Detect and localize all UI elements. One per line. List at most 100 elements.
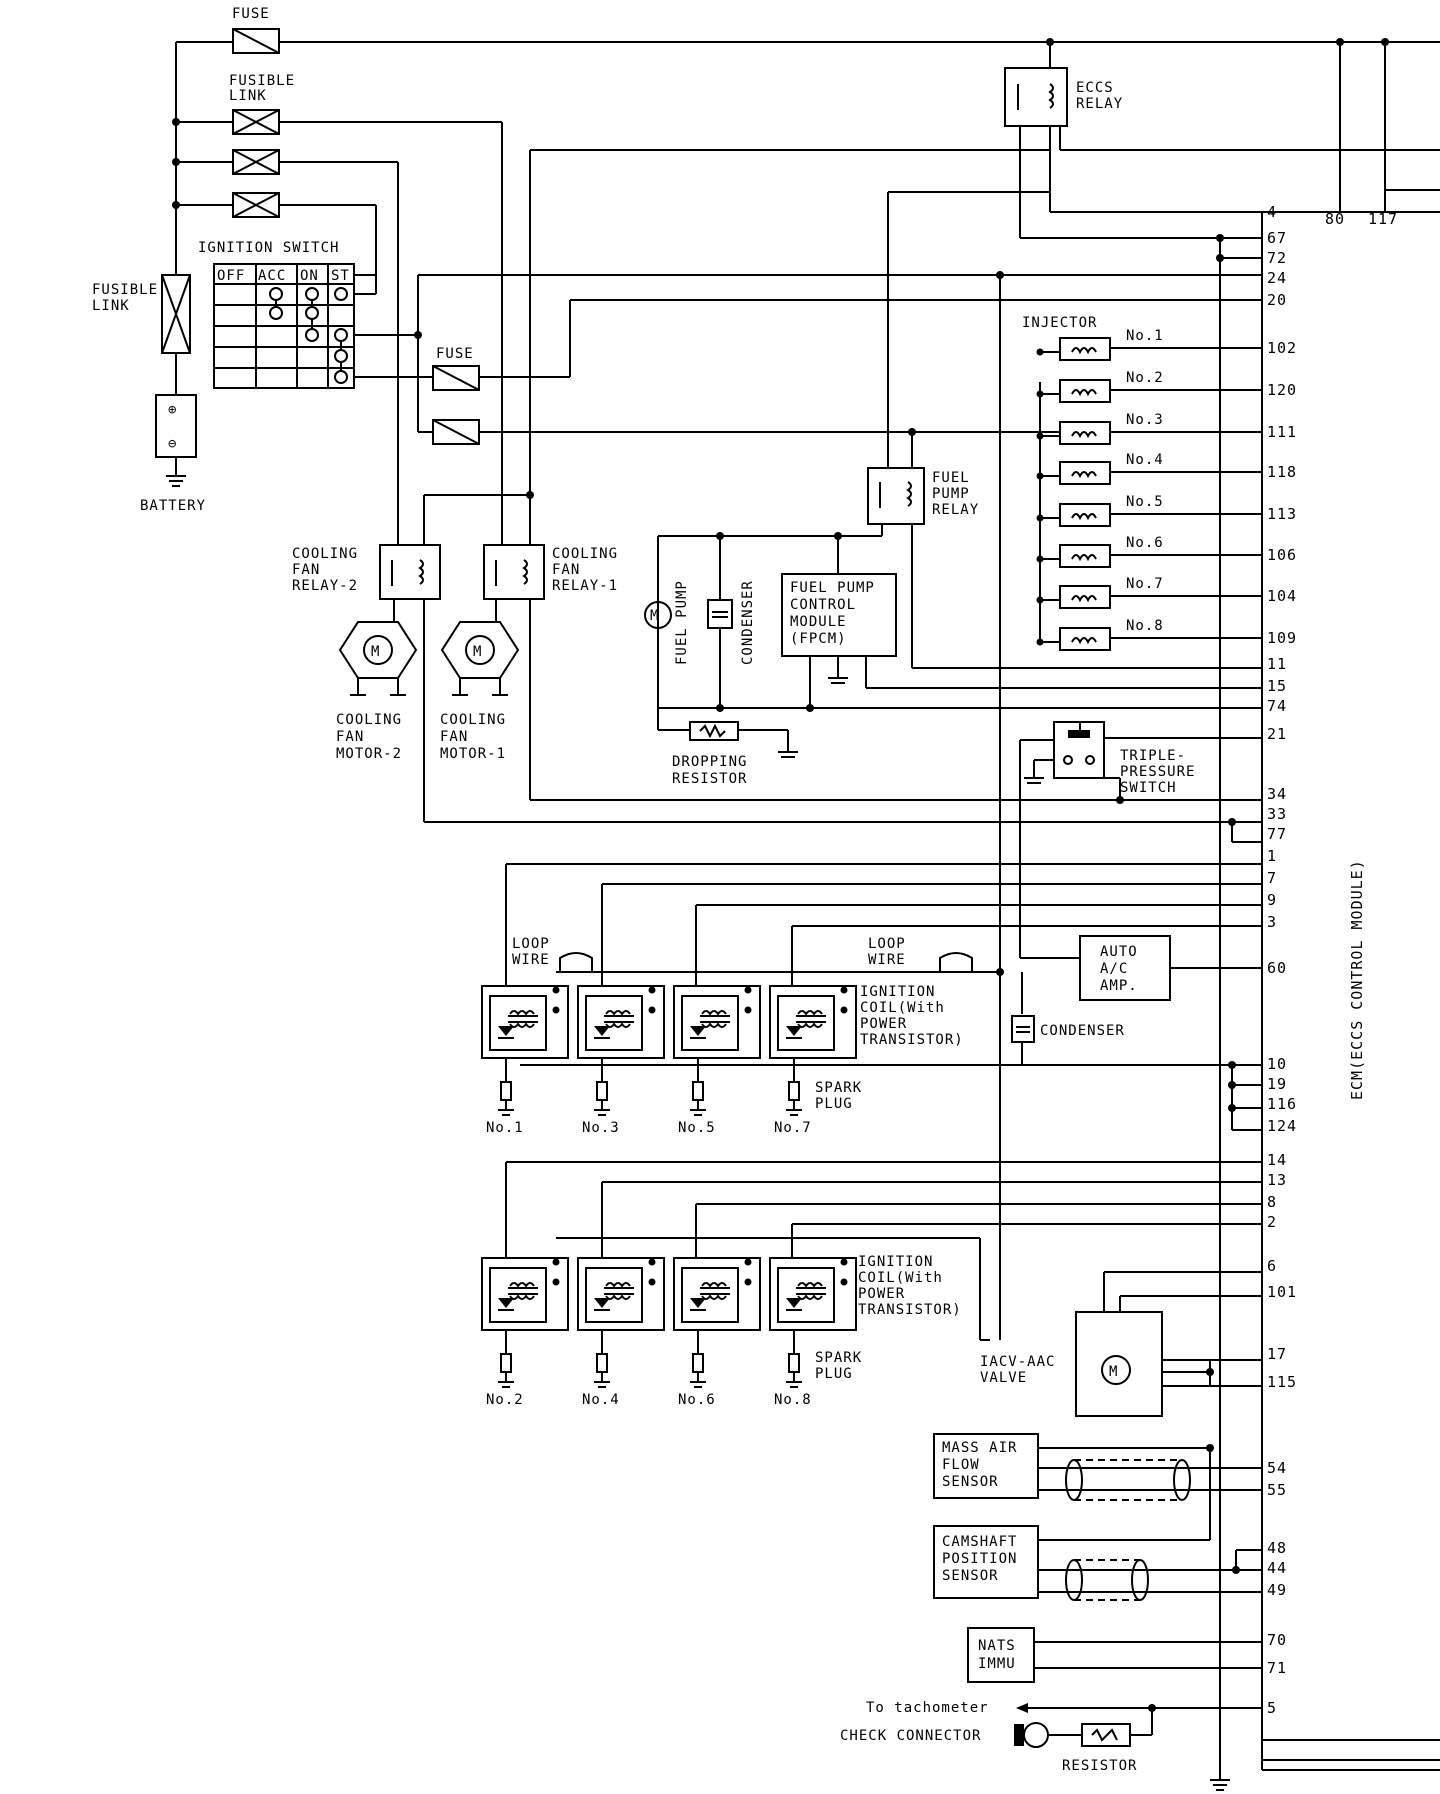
loop-wire-1	[559, 952, 593, 972]
ign-coil-a-label-3: POWER	[860, 1016, 907, 1032]
fuel-pump-label: FUEL PUMP	[674, 580, 690, 665]
fpcm-label-4: (FPCM)	[790, 631, 847, 647]
cooling-fan-motor2-label-1: COOLING	[336, 712, 402, 728]
injector-label-6: No.6	[1126, 535, 1164, 551]
cooling-fan-motor2-label-3: MOTOR-2	[336, 746, 402, 762]
fuel-pump-relay-label-1: FUEL	[932, 470, 970, 486]
ecm-pin-67: 67	[1267, 229, 1287, 247]
spark-plug-a-label-2: PLUG	[815, 1096, 853, 1112]
ecm-pin-49: 49	[1267, 1581, 1287, 1599]
maf-label-2: FLOW	[942, 1457, 980, 1473]
fuel-pump-relay-label-3: RELAY	[932, 502, 979, 518]
ecm-pin-106: 106	[1267, 546, 1297, 564]
injector-group: No.1No.2No.3No.4No.5No.6No.7No.8	[1036, 328, 1262, 651]
svg-text:⊕: ⊕	[168, 402, 177, 418]
ignition-coil-bottom-3: No.6	[673, 1257, 761, 1408]
triple-pressure-switch-label-1: TRIPLE-	[1120, 748, 1186, 764]
spark-plug-b-label-2: PLUG	[815, 1366, 853, 1382]
ign-coil-a-label-1: IGNITION	[860, 984, 935, 1000]
dropping-resistor	[689, 721, 739, 741]
ecm-pin-44: 44	[1267, 1559, 1287, 1577]
ecm-pin-10: 10	[1267, 1055, 1287, 1073]
ecm-pin-104: 104	[1267, 587, 1297, 605]
ecm-pin-72: 72	[1267, 249, 1287, 267]
ignition-coil-top-4: No.7	[769, 985, 857, 1136]
ign-coil-b-label-4: TRANSISTOR)	[858, 1302, 962, 1318]
ign-coil-b-label-3: POWER	[858, 1286, 905, 1302]
ecm-label: ECM(ECCS CONTROL MODULE)	[1348, 859, 1366, 1100]
switch-off: OFF	[217, 268, 245, 284]
fuse-mid-label: FUSE	[436, 346, 474, 362]
cooling-fan-relay2-label-2: FAN	[292, 562, 320, 578]
auto-ac-amp-label-1: AUTO	[1100, 944, 1138, 960]
ecm-pin-8: 8	[1267, 1193, 1277, 1211]
dropping-resistor-label-2: RESISTOR	[672, 771, 747, 787]
ecm-pin-71: 71	[1267, 1659, 1287, 1677]
loop-wire-2-label-b: WIRE	[868, 952, 906, 968]
ecm-pin-77: 77	[1267, 825, 1287, 843]
spark-plug-top-label-1: No.1	[486, 1120, 524, 1136]
fuel-pump-motor-m: M	[650, 608, 659, 624]
ecm-pin-109: 109	[1267, 629, 1297, 647]
tachometer-label: To tachometer	[866, 1700, 989, 1716]
svg-text:⊖: ⊖	[168, 436, 177, 452]
condenser-fp	[707, 599, 733, 629]
battery-label: BATTERY	[140, 498, 206, 514]
ignition-coil-bottom-2: No.4	[577, 1257, 665, 1408]
injector-label-4: No.4	[1126, 452, 1164, 468]
auto-ac-amp	[1079, 935, 1171, 1001]
spark-plug-a-label-1: SPARK	[815, 1080, 862, 1096]
ecm-pin-54: 54	[1267, 1459, 1287, 1477]
maf-label-3: SENSOR	[942, 1474, 999, 1490]
cmp-label-1: CAMSHAFT	[942, 1534, 1017, 1550]
ecm-pin-111: 111	[1267, 423, 1297, 441]
ignition-coil-top-3: No.5	[673, 985, 761, 1136]
ign-coil-b-label-1: IGNITION	[858, 1254, 933, 1270]
fusible-link-1	[232, 109, 280, 135]
battery-symbol: ⊕ ⊖	[155, 394, 197, 458]
fusible-link-3	[232, 192, 280, 218]
ecm-pin-80: 80	[1325, 210, 1345, 228]
ecm-pin-15: 15	[1267, 677, 1287, 695]
cooling-fan-relay-1	[483, 544, 545, 600]
iacv-label-1: IACV-AAC	[980, 1354, 1055, 1370]
fusible-link-left	[161, 274, 191, 354]
ignition-switch-label: IGNITION SWITCH	[198, 240, 339, 256]
iacv-aac-valve	[1075, 1311, 1163, 1417]
auto-ac-amp-label-2: A/C	[1100, 961, 1128, 977]
fuel-pump-motor	[644, 601, 672, 629]
injector-7: No.7	[1036, 576, 1262, 609]
cmp-label-3: SENSOR	[942, 1568, 999, 1584]
ecm-pin-7: 7	[1267, 869, 1277, 887]
ecm-pins: 4677224201021201111181131061041091115742…	[1267, 203, 1297, 1717]
injector-4: No.4	[1036, 452, 1262, 485]
ignition-coil-bottom-4: No.8	[769, 1257, 857, 1408]
ecm-pin-115: 115	[1267, 1373, 1297, 1391]
ignition-switch-table	[213, 263, 355, 389]
ecm-pin-55: 55	[1267, 1481, 1287, 1499]
ecm-pin-5: 5	[1267, 1699, 1277, 1717]
nats-immu	[967, 1627, 1035, 1683]
eccs-relay-label-2: RELAY	[1076, 96, 1123, 112]
spark-plug-bottom-label-1: No.2	[486, 1392, 524, 1408]
triple-pressure-switch-label-3: SWITCH	[1120, 780, 1177, 796]
fusible-link-top-label-2: LINK	[229, 88, 267, 104]
ecm-pin-120: 120	[1267, 381, 1297, 399]
ecm-pin-6: 6	[1267, 1257, 1277, 1275]
ecm-pin-4: 4	[1267, 203, 1277, 221]
ecm-pin-19: 19	[1267, 1075, 1287, 1093]
injector-1: No.1	[1036, 328, 1262, 361]
ecm-pin-17: 17	[1267, 1345, 1287, 1363]
fusible-link-left-label-2: LINK	[92, 298, 130, 314]
spark-plug-bottom-label-3: No.6	[678, 1392, 716, 1408]
loop-wire-2	[939, 952, 973, 972]
injector-6: No.6	[1036, 535, 1262, 568]
injector-label-1: No.1	[1126, 328, 1164, 344]
ignition-coil-bottom-1: No.2	[481, 1257, 569, 1408]
fpcm-label-1: FUEL PUMP	[790, 580, 875, 596]
spark-plug-bottom-label-4: No.8	[774, 1392, 812, 1408]
fpcm-box	[781, 573, 897, 657]
cooling-fan-motor1-label-1: COOLING	[440, 712, 506, 728]
